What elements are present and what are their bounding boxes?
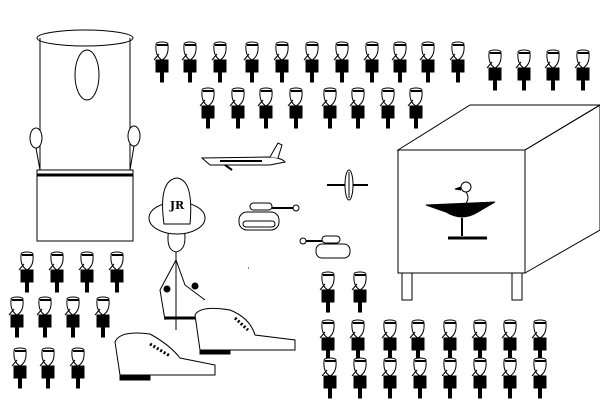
- soldier-figure[interactable]: [449, 41, 466, 83]
- soldier-figure[interactable]: [349, 87, 366, 129]
- tank[interactable]: [238, 202, 300, 231]
- soldier-figure[interactable]: [501, 357, 518, 399]
- soldier-figure[interactable]: [257, 87, 274, 129]
- crate[interactable]: [396, 104, 600, 301]
- soldier-figure[interactable]: [349, 319, 366, 361]
- soldier-figure[interactable]: [351, 271, 368, 313]
- soldier-figure[interactable]: [379, 87, 396, 129]
- soldier-figure[interactable]: [515, 49, 532, 91]
- soldier-figure[interactable]: [471, 319, 488, 361]
- tank[interactable]: [299, 235, 351, 259]
- shoes[interactable]: [114, 307, 296, 381]
- soldier-figure[interactable]: [411, 357, 428, 399]
- soldier-figure[interactable]: [18, 251, 35, 293]
- small-airplane[interactable]: [327, 169, 368, 201]
- soldier-figure[interactable]: [243, 41, 260, 83]
- soldier-figure[interactable]: [273, 41, 290, 83]
- soldier-figure[interactable]: [78, 251, 95, 293]
- hat-label: JR: [169, 199, 185, 212]
- soldier-figure[interactable]: [153, 41, 170, 83]
- soldier-figure[interactable]: [351, 357, 368, 399]
- soldier-figure[interactable]: [574, 49, 591, 91]
- soldier-figure[interactable]: [36, 296, 53, 338]
- soldier-figure[interactable]: [319, 271, 336, 313]
- bird-emblem-icon: [425, 181, 496, 240]
- soldier-figure[interactable]: [39, 347, 56, 389]
- soldier-figure[interactable]: [69, 347, 86, 389]
- soldier-figure[interactable]: [287, 87, 304, 129]
- soldier-figure[interactable]: [319, 319, 336, 361]
- soldier-figure[interactable]: [64, 296, 81, 338]
- soldier-figure[interactable]: [108, 251, 125, 293]
- soldier-figure[interactable]: [11, 347, 28, 389]
- soldier-figure[interactable]: [409, 319, 426, 361]
- soldier-figure[interactable]: [391, 41, 408, 83]
- soldier-figure[interactable]: [229, 87, 246, 129]
- soldier-figure[interactable]: [321, 87, 338, 129]
- jr-stick-figure[interactable]: JR: [148, 177, 249, 330]
- soldier-figure[interactable]: [333, 41, 350, 83]
- soldier-figure[interactable]: [501, 319, 518, 361]
- soldier-figure[interactable]: [471, 357, 488, 399]
- soldier-figure[interactable]: [441, 319, 458, 361]
- soldier-figure[interactable]: [531, 357, 548, 399]
- airplane[interactable]: [200, 142, 286, 171]
- soldier-figure[interactable]: [48, 251, 65, 293]
- soldier-figure[interactable]: [363, 41, 380, 83]
- soldier-figure[interactable]: [419, 41, 436, 83]
- soldier-figure[interactable]: [303, 41, 320, 83]
- soldier-figure[interactable]: [199, 87, 216, 129]
- throne[interactable]: [29, 29, 141, 242]
- soldier-figure[interactable]: [321, 357, 338, 399]
- soldier-figure[interactable]: [441, 357, 458, 399]
- soldier-figure[interactable]: [211, 41, 228, 83]
- soldier-figure[interactable]: [8, 296, 25, 338]
- soldier-figure[interactable]: [544, 49, 561, 91]
- soldier-figure[interactable]: [181, 41, 198, 83]
- soldier-figure[interactable]: [531, 319, 548, 361]
- soldier-figure[interactable]: [407, 87, 424, 129]
- soldier-figure[interactable]: [94, 296, 111, 338]
- soldier-figure[interactable]: [381, 319, 398, 361]
- soldier-figure[interactable]: [486, 49, 503, 91]
- soldier-figure[interactable]: [381, 357, 398, 399]
